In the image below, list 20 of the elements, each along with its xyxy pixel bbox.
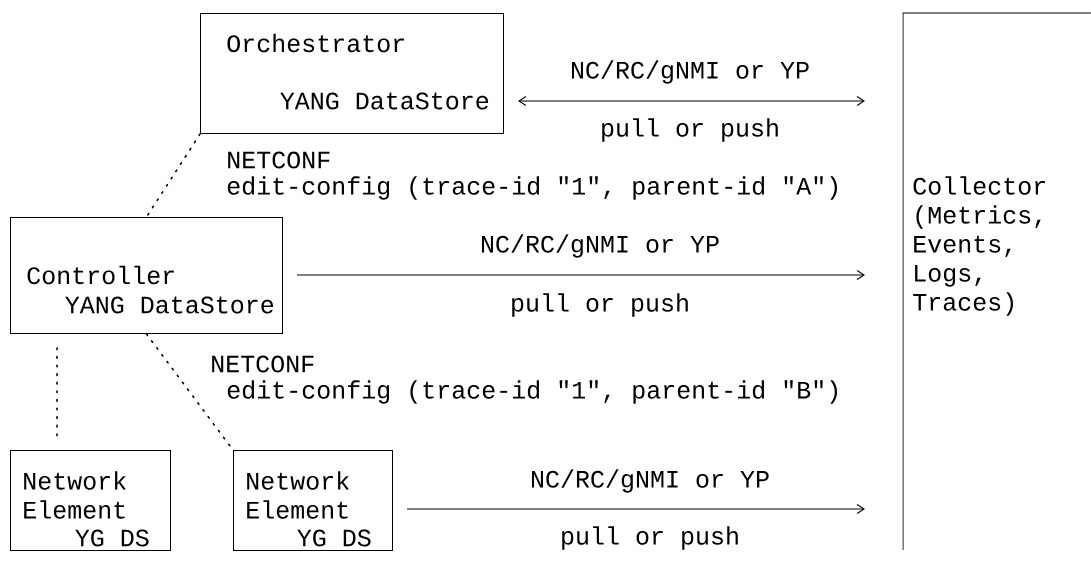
edge-label: NC/RC/gNMI or YP — [571, 60, 809, 84]
collector-box: Collector (Metrics, Events, Logs, Traces) — [902, 12, 1091, 551]
system-box: Network Element YG DS — [233, 450, 393, 551]
system-box: Controller YANG DataStore — [10, 217, 283, 334]
note-text: pull or push — [512, 293, 688, 317]
arrow — [518, 96, 865, 106]
edge-label: NC/RC/gNMI or YP — [481, 234, 719, 258]
dotted-line — [56, 347, 58, 437]
note-text: pull or push — [602, 118, 778, 142]
dotted-line — [145, 133, 201, 218]
edge-label: NETCONF — [228, 151, 330, 169]
arrow — [296, 270, 865, 280]
edge-label: NETCONF — [212, 355, 314, 373]
system-box: Orchestrator YANG DataStore — [200, 13, 504, 134]
note-text: edit-config (trace-id "1", parent-id "A") — [227, 176, 837, 200]
edge-label: NC/RC/gNMI or YP — [531, 469, 769, 493]
note-text: edit-config (trace-id "1", parent-id "B") — [227, 380, 837, 404]
arrow — [406, 504, 865, 514]
note-text: pull or push — [562, 526, 738, 550]
system-box: Network Element YG DS — [10, 450, 171, 551]
